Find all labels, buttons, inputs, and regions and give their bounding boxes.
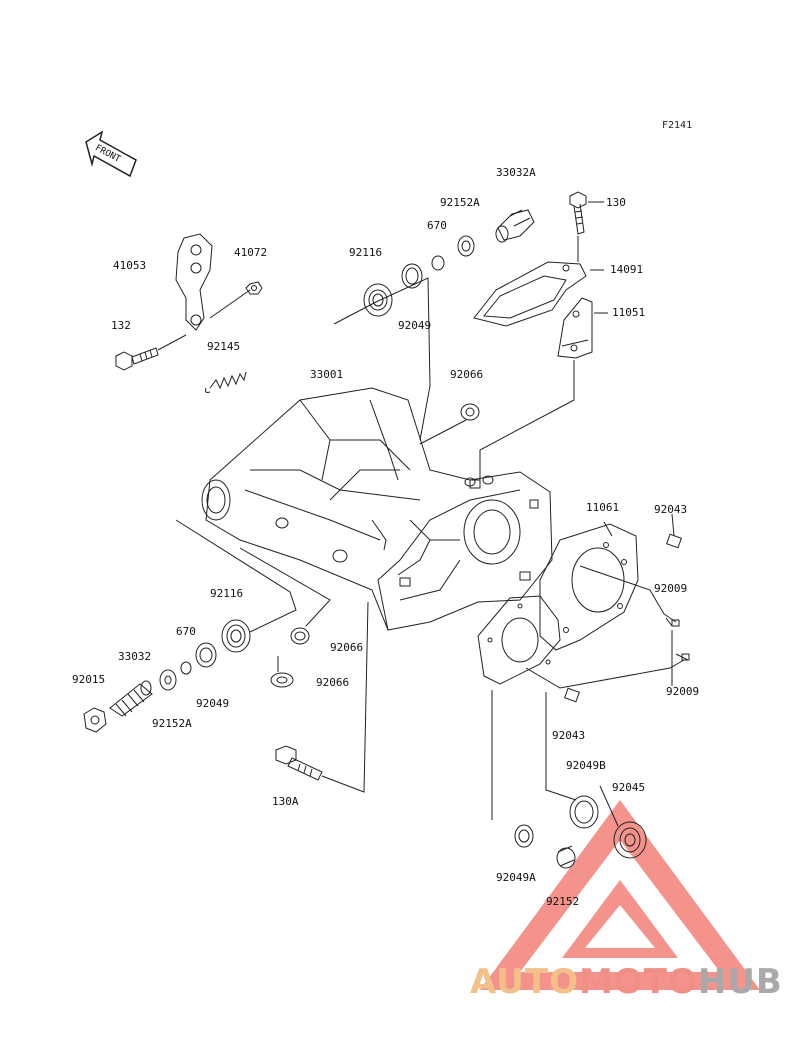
bracket-41053 xyxy=(175,233,213,331)
part-label: 92152 xyxy=(546,895,580,908)
figure-code: F2141 xyxy=(662,120,693,131)
bearing-92045 xyxy=(613,821,647,859)
swing-arm-housing xyxy=(201,387,553,631)
part-label: 92043 xyxy=(552,729,586,742)
part-label: 92049 xyxy=(398,319,432,332)
bracket-11051 xyxy=(557,297,593,359)
washer-92152A-bot xyxy=(159,669,177,691)
part-label: 130 xyxy=(606,196,626,209)
bearing-92116-bot xyxy=(221,619,251,653)
part-label: 92009 xyxy=(654,582,688,595)
seal-92049-bot xyxy=(195,642,217,668)
seal-92066-bot xyxy=(270,672,294,688)
bearing-92116-top xyxy=(363,283,393,317)
circlip-670-top xyxy=(431,255,445,271)
watermark-logo xyxy=(480,800,760,990)
bolt-130A xyxy=(275,745,323,781)
pivot-bolt-33032A xyxy=(495,209,535,243)
part-label: 33032 xyxy=(118,650,152,663)
part-label: 33001 xyxy=(310,368,344,381)
part-label: 92066 xyxy=(330,641,364,654)
seal-92049-top xyxy=(401,263,423,289)
guard-14091 xyxy=(473,261,587,327)
part-label: 33032A xyxy=(496,166,536,179)
part-label: 41053 xyxy=(113,259,147,272)
part-label: 92049 xyxy=(196,697,230,710)
part-label: 670 xyxy=(176,625,196,638)
part-label: 92009 xyxy=(666,685,700,698)
circlip-670-bot xyxy=(180,661,192,675)
part-label: 41072 xyxy=(234,246,268,259)
nut-92015 xyxy=(83,707,107,733)
pivot-bolt-33032 xyxy=(109,680,153,717)
spring-92145 xyxy=(205,371,247,393)
part-label: 92066 xyxy=(316,676,350,689)
seal-92066-top xyxy=(460,403,480,421)
part-label: 130A xyxy=(272,795,299,808)
collar-92152 xyxy=(556,845,576,869)
part-label: 92066 xyxy=(450,368,484,381)
gasket xyxy=(477,595,561,685)
bolt-130 xyxy=(569,191,587,235)
front-arrow-icon xyxy=(85,130,137,178)
seal-92049B xyxy=(569,795,599,829)
part-label: 14091 xyxy=(610,263,644,276)
part-label: 670 xyxy=(427,219,447,232)
part-label: 92152A xyxy=(152,717,192,730)
cover-11061 xyxy=(539,523,639,651)
seal-92066-mid xyxy=(290,627,310,645)
part-label: 132 xyxy=(111,319,131,332)
part-label: 11051 xyxy=(612,306,646,319)
part-label: 92045 xyxy=(612,781,646,794)
part-label: 92116 xyxy=(210,587,244,600)
nut-41072 xyxy=(245,281,263,295)
part-label: 92116 xyxy=(349,246,383,259)
seal-92049A xyxy=(514,824,534,848)
bolt-92009-b xyxy=(675,653,690,661)
part-label: 92015 xyxy=(72,673,106,686)
watermark-text: AUTOMOTOHUB xyxy=(470,962,783,1002)
dowel-92043-top xyxy=(666,533,682,549)
part-label: 92043 xyxy=(654,503,688,516)
bolt-132 xyxy=(115,347,159,371)
dowel-92043-bot xyxy=(564,687,580,703)
part-label: 92152A xyxy=(440,196,480,209)
bolt-92009-a xyxy=(663,613,680,627)
part-label: 11061 xyxy=(586,501,620,514)
part-label: 92049B xyxy=(566,759,606,772)
part-label: 92049A xyxy=(496,871,536,884)
part-label: 92145 xyxy=(207,340,241,353)
washer-92152A-top xyxy=(457,235,475,257)
